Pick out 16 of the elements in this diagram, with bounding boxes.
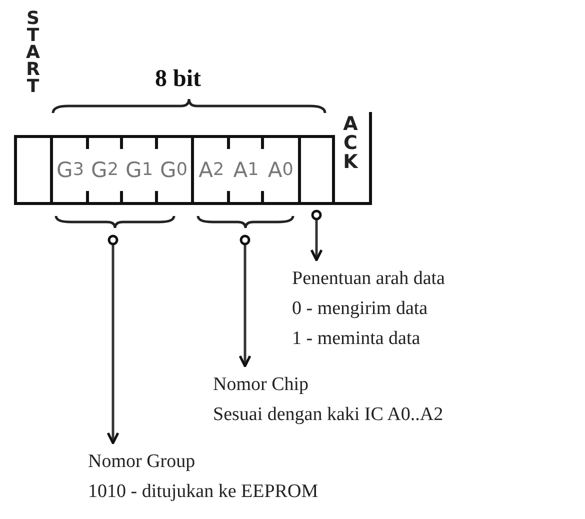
pointer-arrow (106, 234, 120, 444)
start-label: START (25, 10, 41, 95)
description-text: 1010 - ditujukan ke EEPROM (88, 480, 320, 504)
bit-cell (298, 135, 335, 205)
bit-count-label: 8 bit (155, 66, 202, 93)
ack-cell: ACK (332, 112, 372, 205)
description-heading: Penentuan arah data (292, 267, 446, 291)
description-heading: Nomor Chip (213, 373, 310, 397)
pointer-arrow (310, 210, 323, 262)
description-text: 1 - meminta data (292, 327, 422, 351)
pointer-arrow (238, 234, 252, 368)
description-heading: Nomor Group (88, 450, 196, 474)
bit-field (191, 135, 301, 205)
description-text: Sesuai dengan kaki IC A0..A2 (213, 403, 444, 427)
bit-field (50, 135, 194, 205)
description-text: 0 - mengirim data (292, 297, 429, 321)
